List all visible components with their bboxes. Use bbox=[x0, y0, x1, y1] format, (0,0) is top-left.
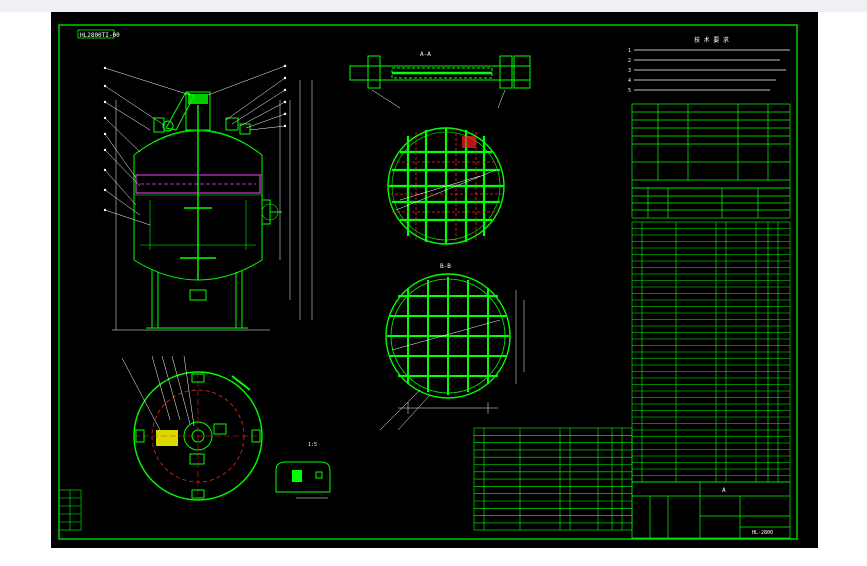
title-block bbox=[631, 481, 791, 539]
title-block-name: HL-2800 bbox=[752, 530, 773, 536]
notes-heading: 技 术 要 求 bbox=[694, 36, 729, 44]
nozzle-table bbox=[631, 187, 791, 219]
grid-plate-bb: B-B bbox=[379, 263, 525, 431]
note-item: 4 bbox=[628, 78, 631, 84]
technical-notes: 技 术 要 求 1 2 3 4 5 bbox=[628, 36, 790, 94]
revision-block bbox=[58, 489, 82, 531]
drawing-code-label: HL2800TI-00 bbox=[80, 32, 120, 39]
vessel-heating-band bbox=[135, 174, 261, 194]
vessel-plan-view bbox=[121, 355, 263, 501]
detail-scale-label: 1:5 bbox=[308, 442, 317, 448]
note-item: 3 bbox=[628, 68, 631, 74]
leader-lines-main bbox=[104, 65, 286, 226]
drawing-sheet bbox=[51, 12, 818, 548]
top-band bbox=[0, 0, 867, 12]
spec-table bbox=[631, 103, 791, 189]
note-item: 2 bbox=[628, 58, 631, 64]
leader-dots bbox=[103, 64, 287, 212]
section-aa-label: A-A bbox=[420, 51, 431, 58]
parts-list-right bbox=[631, 221, 791, 483]
detail-view: 1:5 bbox=[275, 442, 331, 499]
view-a-label: A bbox=[722, 487, 726, 494]
section-bb-label: B-B bbox=[440, 263, 451, 270]
note-item: 1 bbox=[628, 48, 631, 54]
note-item: 5 bbox=[628, 88, 631, 94]
drawing-code-box: HL2800TI-00 bbox=[77, 29, 120, 39]
parts-list-bottom bbox=[473, 427, 633, 531]
motor-block bbox=[188, 94, 208, 104]
drawing-frame bbox=[58, 24, 798, 540]
grid-plate-aa bbox=[387, 127, 505, 245]
beam-section-view: A-A bbox=[349, 51, 531, 109]
